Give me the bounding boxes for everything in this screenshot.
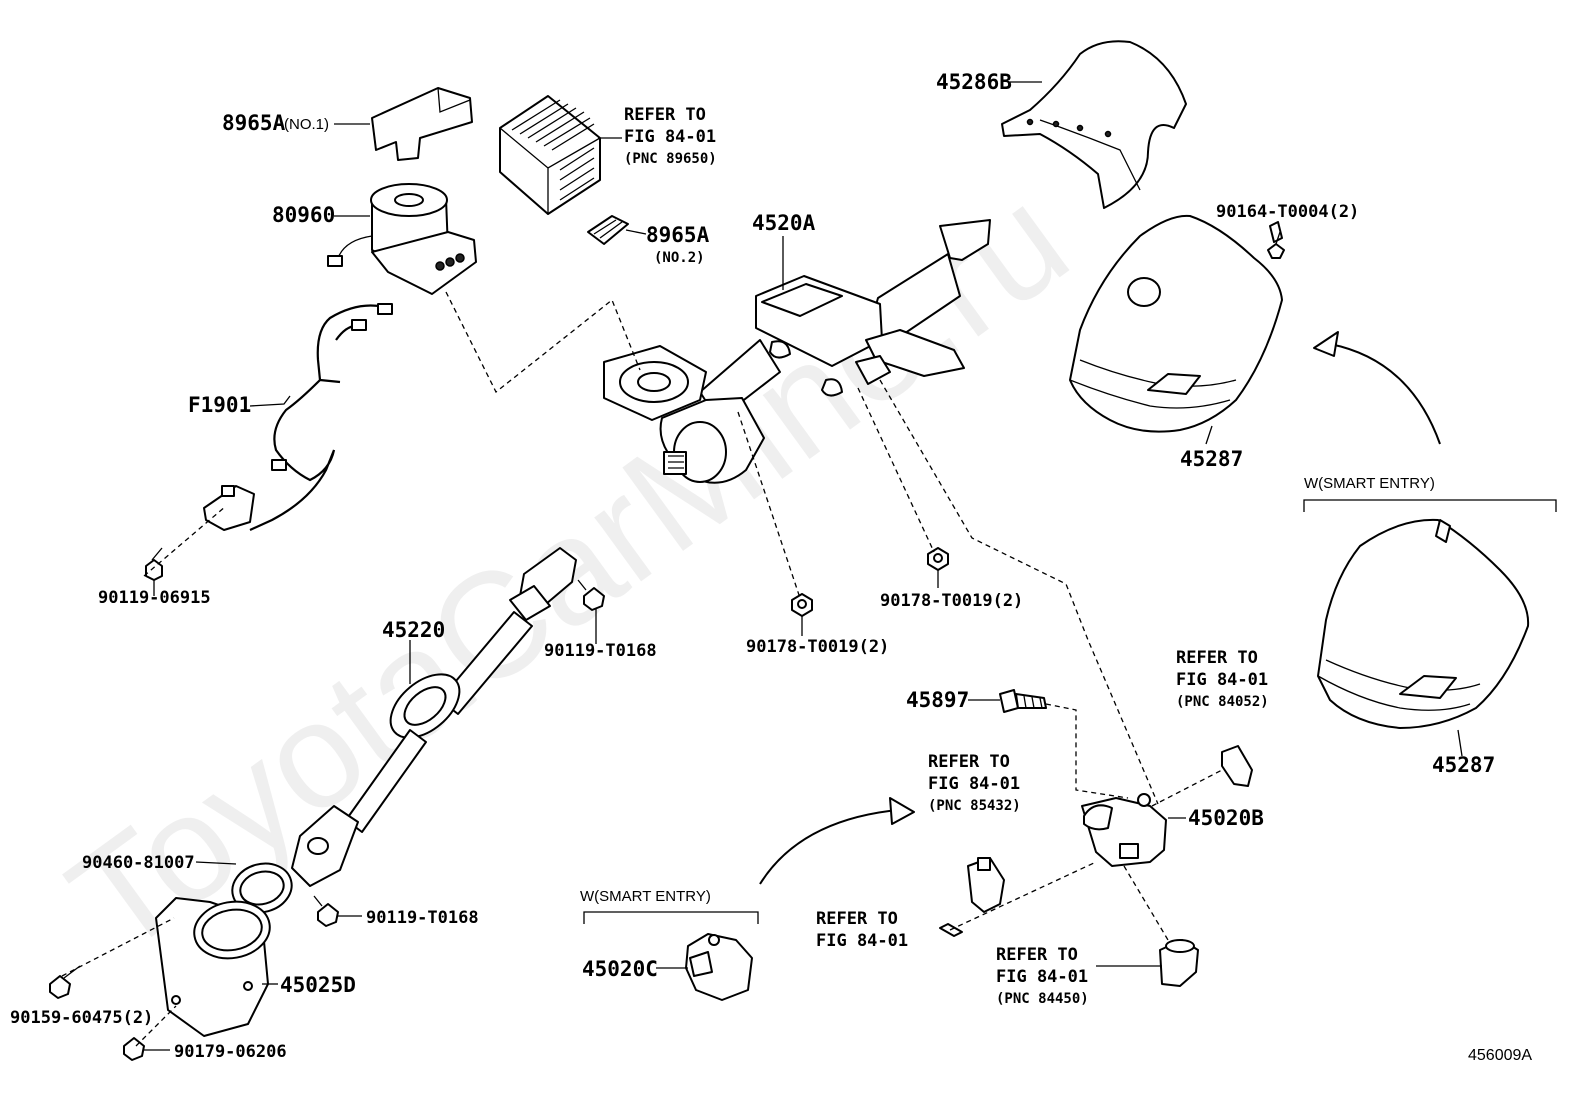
- note-smart-entry-right: W(SMART ENTRY): [1304, 475, 1435, 492]
- label-45020c: 45020C: [582, 957, 658, 981]
- nut-90178-right-drawing: [927, 547, 949, 571]
- harness-f1901-drawing: [203, 303, 393, 532]
- refer-85432-line1: REFER TO: [928, 752, 1010, 772]
- bolt-90119-06915-drawing: [145, 547, 163, 581]
- bolt-90179-06206-drawing: [123, 1037, 145, 1061]
- arrow-head-top-right: [1313, 331, 1339, 357]
- motor-80960-drawing: [327, 183, 477, 295]
- refer-84450-line3: (PNC 84450): [996, 991, 1089, 1007]
- refer-plain-line2: FIG 84-01: [816, 931, 908, 951]
- refer-89650-line2: FIG 84-01: [624, 127, 716, 147]
- label-90178-t0019-right: 90178-T0019(2): [880, 591, 1023, 611]
- label-90119-t0168-upper: 90119-T0168: [544, 641, 657, 661]
- label-45286b: 45286B: [936, 70, 1012, 94]
- label-90460-81007: 90460-81007: [82, 853, 195, 873]
- lock-45020c-drawing: [685, 933, 753, 1001]
- lower-cover-45287-top-drawing: [1069, 214, 1283, 433]
- shaft-45220-drawing: [291, 547, 577, 887]
- refer-84052-line1: REFER TO: [1176, 648, 1258, 668]
- stud-45897-drawing: [999, 689, 1047, 713]
- label-8965a-no2: 8965A: [646, 223, 710, 247]
- lock-45020b-drawing: [1081, 793, 1167, 867]
- smart-entry-bracket-bottom: [583, 911, 759, 924]
- label-45897: 45897: [906, 688, 969, 712]
- refer-85432-line2: FIG 84-01: [928, 774, 1020, 794]
- label-8965a-no2-note: (NO.2): [654, 250, 705, 266]
- label-45220: 45220: [382, 618, 445, 642]
- refer-84052-line2: FIG 84-01: [1176, 670, 1268, 690]
- refer-84450-line1: REFER TO: [996, 945, 1078, 965]
- curved-arrow-bottom: [759, 809, 899, 885]
- dashed-guides: [61, 291, 1223, 1047]
- label-8965a-no1-note: (NO.1): [284, 116, 329, 133]
- bolt-90119-t0168-lower-drawing: [313, 895, 339, 927]
- curved-arrow-top-right: [1329, 343, 1441, 445]
- label-80960: 80960: [272, 203, 335, 227]
- refer-85432-line3: (PNC 85432): [928, 798, 1021, 814]
- label-45020b: 45020B: [1188, 806, 1264, 830]
- refer-89650-line3: (PNC 89650): [624, 151, 717, 167]
- figure-id: 456009A: [1468, 1047, 1532, 1064]
- clip-8965a-no2-drawing: [587, 215, 629, 245]
- upper-cover-45286b-drawing: [1001, 40, 1187, 209]
- label-90159-60475: 90159-60475(2): [10, 1008, 153, 1028]
- label-45287-top: 45287: [1180, 447, 1243, 471]
- label-f1901: F1901: [188, 393, 251, 417]
- label-45025d: 45025D: [280, 973, 356, 997]
- note-smart-entry-bottom: W(SMART ENTRY): [580, 888, 711, 905]
- bolt-90159-60475-drawing: [49, 965, 81, 999]
- bolt-90119-t0168-upper-drawing: [577, 579, 605, 611]
- smart-entry-bracket-right: [1303, 499, 1557, 512]
- label-90164-t0004: 90164-T0004(2): [1216, 202, 1359, 222]
- refer-84450-line2: FIG 84-01: [996, 967, 1088, 987]
- label-4520a: 4520A: [752, 211, 816, 235]
- label-45287-right: 45287: [1432, 753, 1495, 777]
- screw-90164-drawing: [1267, 231, 1285, 259]
- arrow-head-bottom: [889, 797, 915, 825]
- boot-45025d-drawing: [155, 897, 271, 1037]
- refer-plain-line1: REFER TO: [816, 909, 898, 929]
- label-90178-t0019-left: 90178-T0019(2): [746, 637, 889, 657]
- column-4520a-drawing: [603, 219, 991, 484]
- label-90119-06915: 90119-06915: [98, 588, 211, 608]
- ring-90460-81007-drawing: [231, 862, 293, 914]
- label-90119-t0168-lower: 90119-T0168: [366, 908, 479, 928]
- bracket-8965a-no1-drawing: [371, 87, 473, 161]
- label-8965a-no1: 8965A: [222, 111, 286, 135]
- nut-90178-left-drawing: [791, 593, 813, 617]
- ecu-module-drawing: [499, 95, 601, 215]
- leader-lines: [144, 81, 1463, 1051]
- refer-89650-line1: REFER TO: [624, 105, 706, 125]
- label-90179-06206: 90179-06206: [174, 1042, 287, 1062]
- refer-84052-line3: (PNC 84052): [1176, 694, 1269, 710]
- sensor-85432-drawing: [967, 857, 1005, 913]
- sensor-84450-drawing: [1159, 939, 1199, 987]
- sensor-84052-drawing: [1221, 745, 1253, 787]
- lower-cover-45287-right-drawing: [1317, 518, 1530, 729]
